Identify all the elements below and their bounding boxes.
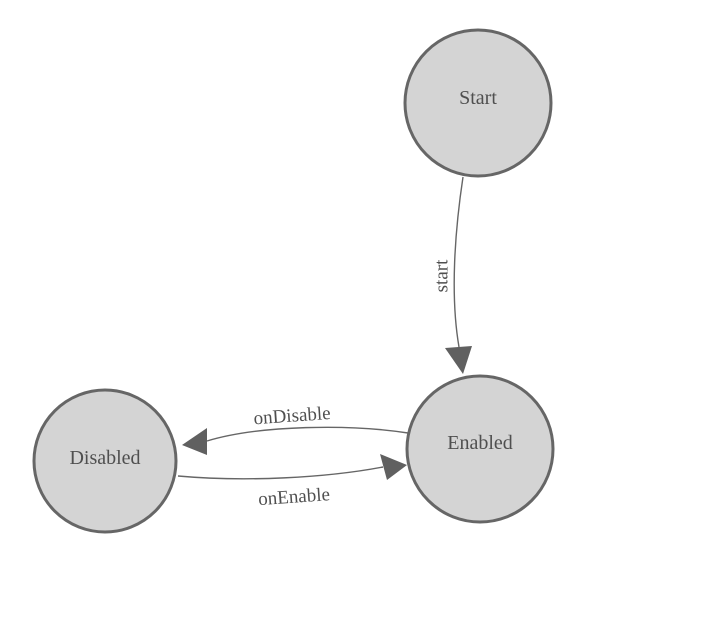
node-start-label: Start — [459, 87, 497, 109]
edge-start-to-enabled: start — [432, 176, 472, 374]
edge-disabled-to-enabled: onEnable — [177, 454, 407, 510]
node-enabled: Enabled — [405, 374, 555, 524]
node-start-circle — [403, 28, 553, 178]
edge-enabled-to-disabled: onDisable — [182, 403, 409, 455]
arrowhead-left-icon — [182, 428, 207, 455]
edge-label-ondisable: onDisable — [253, 403, 331, 429]
edge-line-start-to-enabled — [453, 176, 464, 348]
edge-label-onenable: onEnable — [258, 484, 331, 510]
edge-line-disabled-to-enabled — [177, 466, 384, 480]
arrowhead-right-icon — [380, 454, 407, 480]
node-disabled-circle — [32, 388, 178, 534]
node-enabled-label: Enabled — [447, 432, 513, 454]
edge-label-start: start — [432, 259, 453, 292]
arrowhead-down-icon — [445, 346, 472, 374]
edge-line-enabled-to-disabled — [206, 426, 409, 442]
node-disabled-label: Disabled — [69, 447, 140, 469]
node-start: Start — [403, 28, 553, 178]
node-enabled-circle — [405, 374, 555, 524]
node-disabled: Disabled — [32, 388, 178, 534]
